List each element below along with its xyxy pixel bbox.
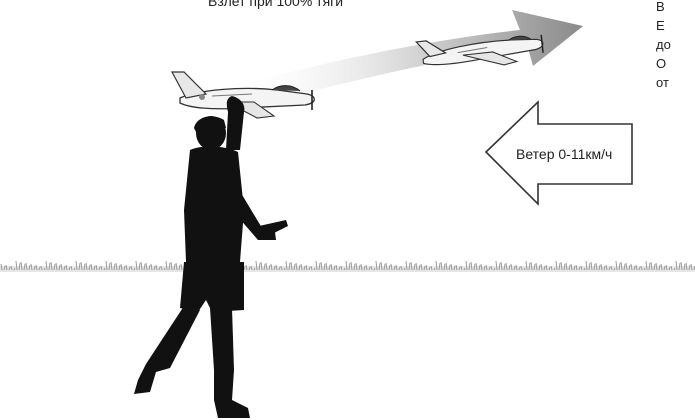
takeoff-caption: Взлет при 100% тяги xyxy=(208,0,343,9)
side-text-line: В xyxy=(656,0,671,16)
side-text-line: от xyxy=(656,73,671,92)
side-text-fragment: В Е до О от xyxy=(656,0,671,92)
side-text-line: О xyxy=(656,54,671,73)
ground-grass xyxy=(0,261,695,272)
side-text-line: до xyxy=(656,35,671,54)
wind-label: Ветер 0-11км/ч xyxy=(516,146,612,162)
pilot-silhouette xyxy=(134,96,288,418)
side-text-line: Е xyxy=(656,16,671,35)
